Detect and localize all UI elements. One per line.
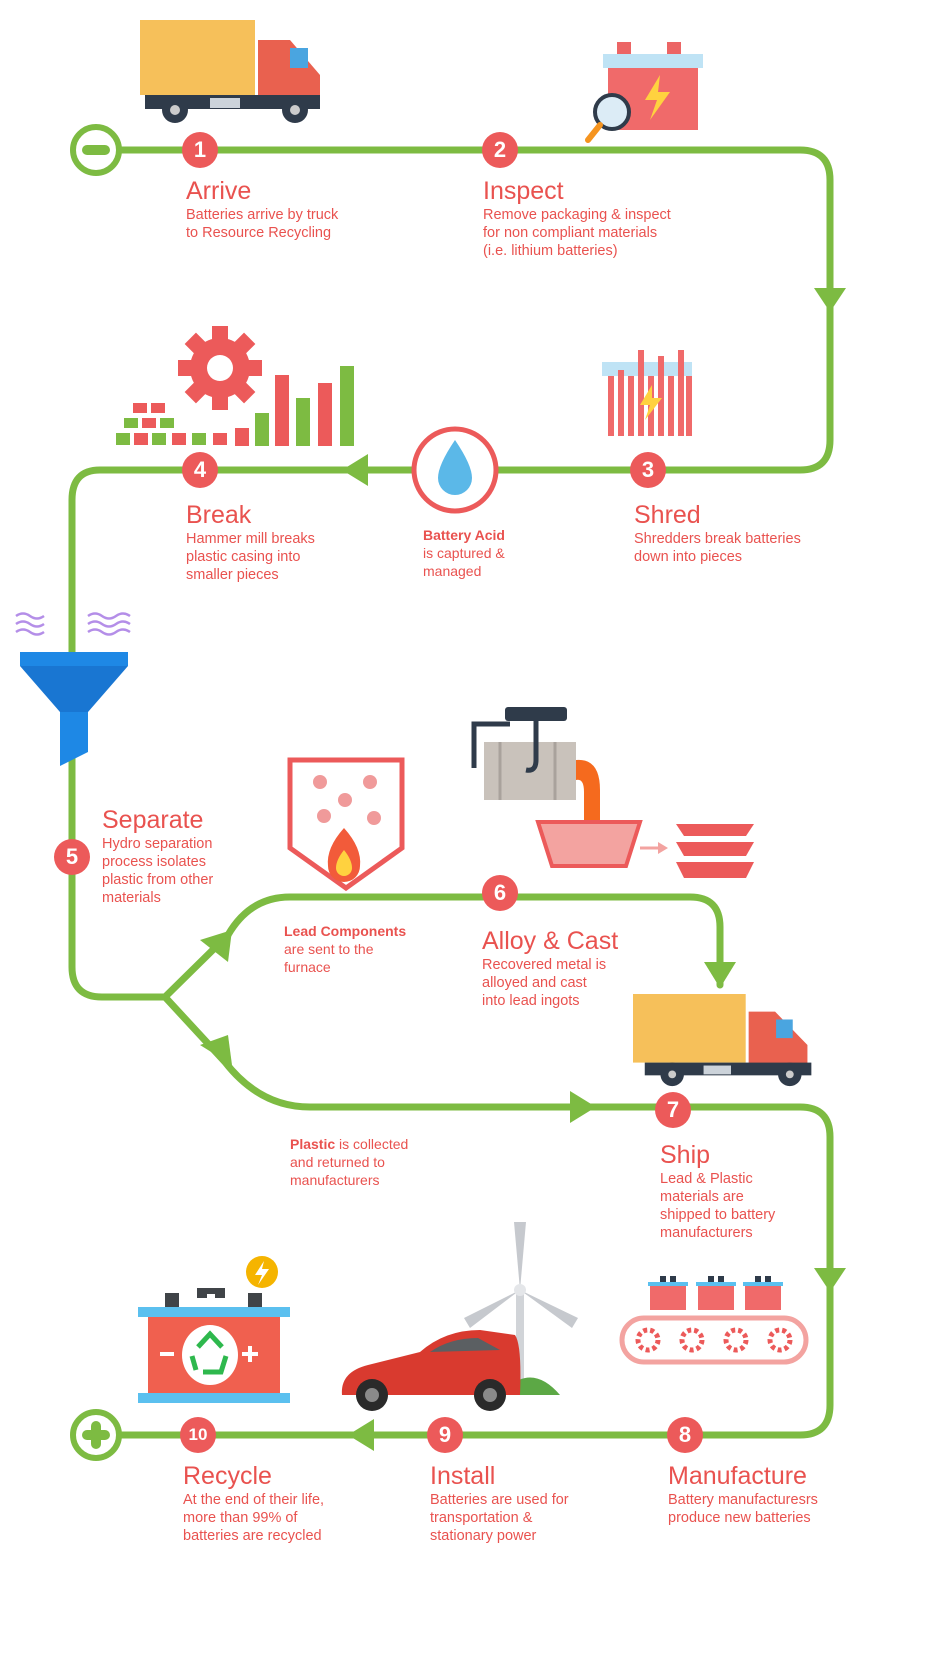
minus-circle-icon [70,124,122,176]
step-1-marker: 1 [182,132,218,168]
battery-acid-drop-icon [411,426,499,514]
step-break: Break Hammer mill breaks plastic casing … [186,500,315,584]
gear-bricks-icon [116,326,354,446]
battery-magnifier-icon [585,42,703,143]
arrow-right-icon [570,1091,596,1123]
crane-pour-icon [471,707,754,878]
arrow-down-right-icon [200,1035,232,1065]
step-9-marker: 9 [427,1417,463,1453]
step-title: Alloy & Cast [482,927,619,955]
shredded-battery-icon [602,350,692,436]
note-bold: Plastic [290,1136,336,1152]
battery-acid-note: Battery Acid is captured & managed [423,526,505,580]
step-4-marker: 4 [182,452,218,488]
step-5-marker: 5 [54,839,90,875]
arrow-left-icon [348,1419,374,1451]
funnel-icon [15,612,131,766]
step-install: Install Batteries are used for transport… [430,1461,569,1545]
step-description: Batteries are used for transportation & … [430,1492,569,1544]
arrow-down-icon [814,1268,846,1292]
step-title: Ship [660,1141,711,1169]
truck-icon [633,994,812,1087]
step-description: Hydro separation process isolates plasti… [102,836,214,906]
step-6-marker: 6 [482,875,518,911]
step-alloy-cast: Alloy & Cast Recovered metal is alloyed … [482,926,618,1010]
step-title: Arrive [186,177,252,205]
step-inspect: Inspect Remove packaging & inspect for n… [483,176,671,260]
step-description: Batteries arrive by truck to Resource Re… [186,207,339,241]
step-shred: Shred Shredders break batteries down int… [634,500,801,566]
note-text: is collected and returned to manufacture… [290,1136,409,1188]
step-title: Recycle [183,1462,272,1490]
recycle-symbol-icon [189,1330,229,1375]
step-description: Shredders break batteries down into piec… [634,531,801,565]
step-title: Shred [634,501,701,529]
note-bold: Lead Components [284,923,407,939]
car-icon [341,1330,521,1411]
step-7-marker: 7 [655,1092,691,1128]
plus-circle-icon [70,1409,122,1461]
plastic-note: Plastic is collected and returned to man… [290,1135,408,1189]
step-description: Recovered metal is alloyed and cast into… [482,957,607,1009]
step-10-marker: 10 [180,1417,216,1453]
step-description: Battery manufacturesrs produce new batte… [668,1492,818,1526]
step-title: Manufacture [668,1462,807,1490]
step-title: Inspect [483,177,564,205]
lead-ingots-icon [676,824,754,878]
arrow-down-icon [814,288,846,312]
furnace-shield-icon [287,757,405,892]
arrow-down-icon [704,962,736,988]
step-3-marker: 3 [630,452,666,488]
step-title: Separate [102,806,204,834]
note-bold: Battery Acid [423,527,505,543]
step-separate: Separate Hydro separation process isolat… [102,805,213,907]
step-8-marker: 8 [667,1417,703,1453]
arrow-up-right-icon [200,930,232,962]
step-manufacture: Manufacture Battery manufacturesrs produ… [668,1461,818,1527]
step-description: Hammer mill breaks plastic casing into s… [186,531,315,583]
arrow-left-icon [342,454,368,486]
truck-icon [140,20,320,123]
step-title: Break [186,501,252,529]
step-ship: Ship Lead & Plastic materials are shippe… [660,1140,775,1242]
step-2-marker: 2 [482,132,518,168]
note-text: is captured & managed [423,545,505,579]
conveyor-icon [619,1276,809,1365]
flow-arrows [200,288,846,1451]
energy-coin-icon [246,1256,278,1288]
step-title: Install [430,1462,496,1490]
step-recycle: Recycle At the end of their life, more t… [183,1461,324,1545]
recycle-battery-icon [138,1288,290,1403]
step-arrive: Arrive Batteries arrive by truck to Reso… [186,176,338,242]
step-description: Lead & Plastic materials are shipped to … [660,1171,776,1241]
note-text: are sent to the furnace [284,941,374,975]
step-description: Remove packaging & inspect for non compl… [483,207,671,259]
step-description: At the end of their life, more than 99% … [183,1492,325,1544]
lead-components-note: Lead Components are sent to the furnace [284,922,406,976]
